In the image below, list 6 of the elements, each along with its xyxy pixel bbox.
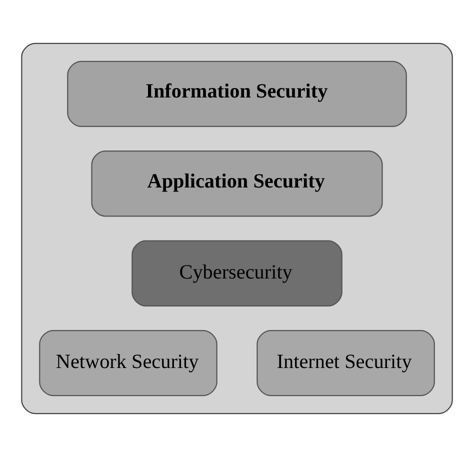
cluster [21,42,453,414]
node-box: Cybersecurity [132,240,342,306]
node-box: Application Security [91,150,383,217]
node-box: Internet Security [256,330,435,396]
node-box: Network Security [39,330,218,396]
node-box: Information Security [67,60,407,127]
